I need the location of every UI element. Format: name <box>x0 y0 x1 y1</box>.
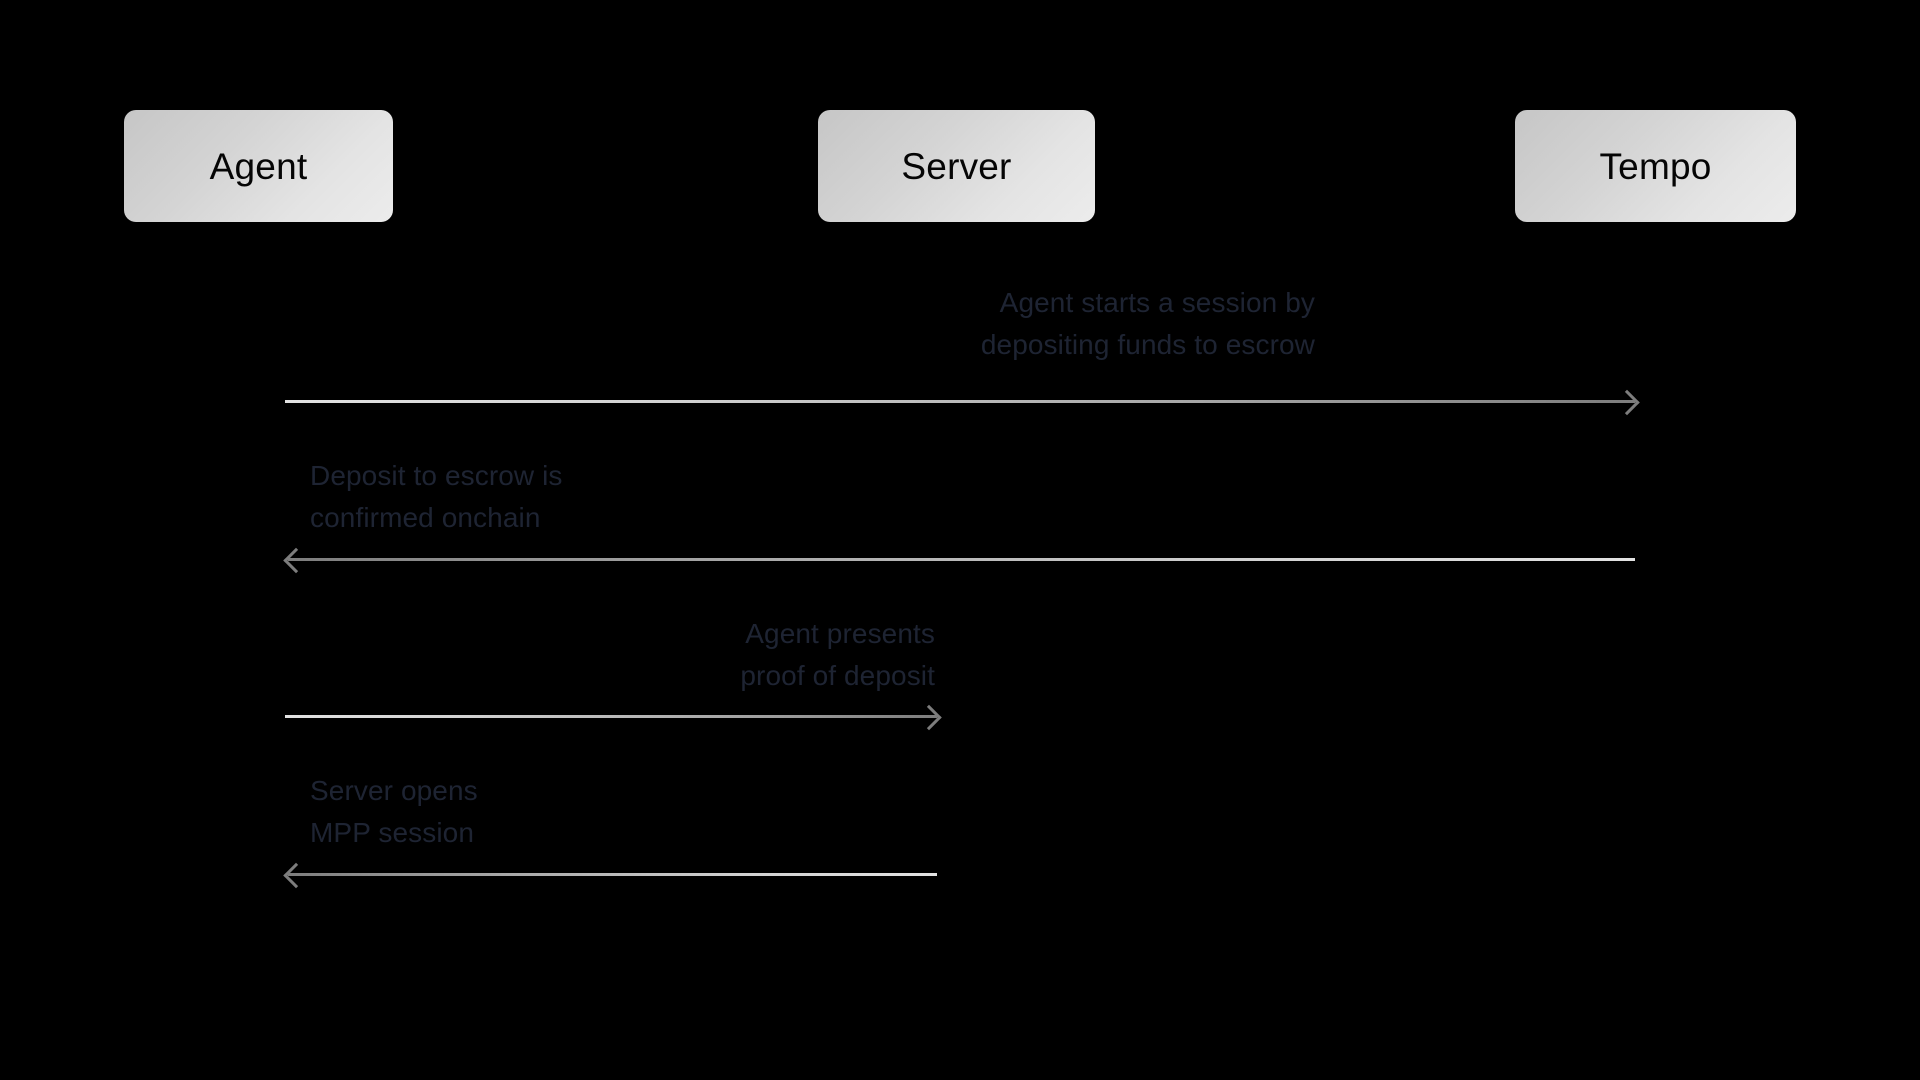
message-2-arrow-line <box>288 558 1635 561</box>
participant-tempo[interactable]: Tempo <box>1515 110 1796 222</box>
message-3-arrow-line <box>285 715 937 718</box>
message-3-label: Agent presents proof of deposit <box>740 618 935 691</box>
message-3-arrow <box>285 704 942 731</box>
message-4-label: Server opens MPP session <box>310 775 478 848</box>
arrow-left-icon <box>283 547 309 574</box>
participant-tempo-label: Tempo <box>1599 145 1712 187</box>
message-4-arrow <box>283 862 937 889</box>
participant-agent-label: Agent <box>209 145 308 187</box>
message-1-label: Agent starts a session by depositing fun… <box>980 287 1315 360</box>
message-2-arrow <box>283 547 1635 574</box>
message-1-arrow-line <box>285 400 1635 403</box>
arrow-left-icon <box>283 862 309 889</box>
arrow-right-icon <box>1614 389 1640 416</box>
arrow-right-icon <box>916 704 942 731</box>
participant-server[interactable]: Server <box>818 110 1095 222</box>
participant-agent[interactable]: Agent <box>124 110 393 222</box>
message-1-arrow <box>285 389 1640 416</box>
message-4-arrow-line <box>288 873 937 876</box>
message-2-label: Deposit to escrow is confirmed onchain <box>310 460 563 533</box>
participant-server-label: Server <box>901 145 1012 187</box>
